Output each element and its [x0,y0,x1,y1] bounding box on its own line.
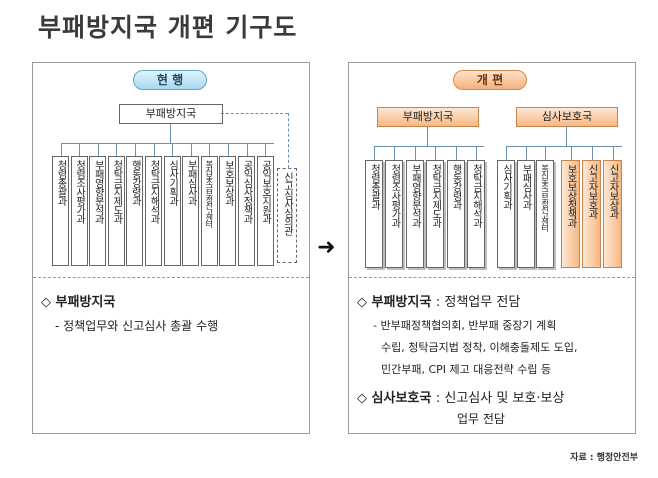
division-box: 부패영향분석과 [405,160,424,268]
division-box: 신고자보상과 [603,160,622,268]
page-title: 부패방지국 개편 기구도 [38,13,298,42]
right-arrow-icon: ➜ [317,235,336,260]
division-box: 심사기획과 [163,156,181,266]
division-label: 청렴총괄과 [368,164,380,209]
division-label: 공익심사정책과 [241,160,252,223]
reform-hq1-box: 부패방지국 [377,107,479,127]
current-structure-panel: 현 행 부패방지국 청렴총괄과 청렴조사평가과 부패영향분석과 청탁금지제도과 행동강령… [32,62,310,434]
division-box: 공익심사정책과 [238,156,255,266]
current-hq-box: 부패방지국 [119,104,223,124]
division-box: 청탁금지제도과 [426,160,445,268]
reform-desc2-suffix: : 신고심사 및 보호·보상 [435,391,565,406]
division-label: 신고자보상과 [607,164,618,218]
reform-desc2-title: 심사보호국 [371,391,432,406]
reform-desc1-title: 부패방지국 [371,295,432,310]
division-label: 보호보상과 [222,160,234,205]
division-box: 공익보호지원과 [256,156,274,266]
division-box: 청렴총괄과 [365,160,383,268]
division-label: 청탁금지해석과 [470,164,482,227]
current-desc-title: 부패방지국 [55,295,116,310]
current-desc-line: - 정책업무와 신고심사 총괄 수행 [55,319,219,333]
division-box: 청렴조사평가과 [70,156,88,266]
source-credit: 자료 : 행정안전부 [570,453,638,463]
division-box: 청탁금지해석과 [145,156,162,266]
diamond-icon: ◇ [357,295,367,310]
division-box: 부패영향분석과 [89,156,107,266]
reform-desc1-line-1: - 반부패정책협의회, 반부패 중장기 계획 [373,319,557,332]
division-label: 청렴조사평가과 [388,164,400,227]
current-label: 현 행 [133,70,207,90]
division-box: 청렴조사평가과 [385,160,404,268]
division-box: 신고자보호과 [582,160,601,268]
division-box: 부패심사과 [182,156,200,266]
division-label: 부패영향분석과 [409,164,421,227]
division-box: 보호보상정책과 [561,160,580,268]
division-label: 부패심사과 [185,160,197,205]
division-box: 보호보상과 [219,156,237,266]
division-box: 행동강령과 [446,160,465,268]
division-label: 부패영향분석과 [92,160,104,223]
division-box: 복지보조금부정신고센터 [200,156,218,266]
reform-desc2-line-2: 업무 전담 [457,412,505,426]
diamond-icon: ◇ [357,391,367,406]
reform-hq2-box: 심사보호국 [516,107,618,127]
division-label: 청렴총괄과 [55,160,66,205]
division-label: 청탁금지제도과 [110,160,122,223]
division-label: 복지보조금부정신고센터 [204,160,214,226]
division-label: 행동강령과 [450,164,462,209]
current-separate-office: 신고심사심의관 [277,168,297,263]
current-separate-office-label: 신고심사심의관 [281,172,293,235]
division-box: 심사기획과 [497,160,515,268]
division-label: 심사기획과 [500,164,512,209]
reform-desc1-line-3: 민간부패, CPI 제고 대응전략 수립 등 [381,363,552,376]
reform-desc1-suffix: : 정책업무 전담 [435,295,521,310]
division-label: 청탁금지해석과 [148,160,159,223]
division-label: 공익보호지원과 [259,160,271,223]
division-label: 복지보조금부정신고센터 [540,164,550,230]
reform-label: 개 편 [453,70,527,90]
division-box: 복지보조금부정신고센터 [536,160,554,268]
reform-structure-panel: 개 편 부패방지국 심사보호국 청렴총괄과 청렴조사평가과 부패영향분석과 청탁금지제… [348,62,636,434]
diamond-icon: ◇ [41,295,51,310]
division-box: 청탁금지해석과 [467,160,485,268]
division-label: 청렴조사평가과 [73,160,85,223]
division-box: 청렴총괄과 [52,156,69,266]
division-box: 청탁금지제도과 [107,156,125,266]
division-label: 청탁금지제도과 [429,164,441,227]
division-label: 신고자보호과 [586,164,597,218]
division-box: 부패심사과 [516,160,535,268]
division-box: 행동강령과 [126,156,144,266]
reform-desc1-line-2: 수립, 청탁금지법 정착, 이해충돌제도 도입, [381,341,578,354]
division-label: 행동강령과 [129,160,141,205]
division-label: 보호보상정책과 [565,164,576,227]
division-label: 심사기획과 [166,160,178,205]
division-label: 부패심사과 [520,164,531,209]
